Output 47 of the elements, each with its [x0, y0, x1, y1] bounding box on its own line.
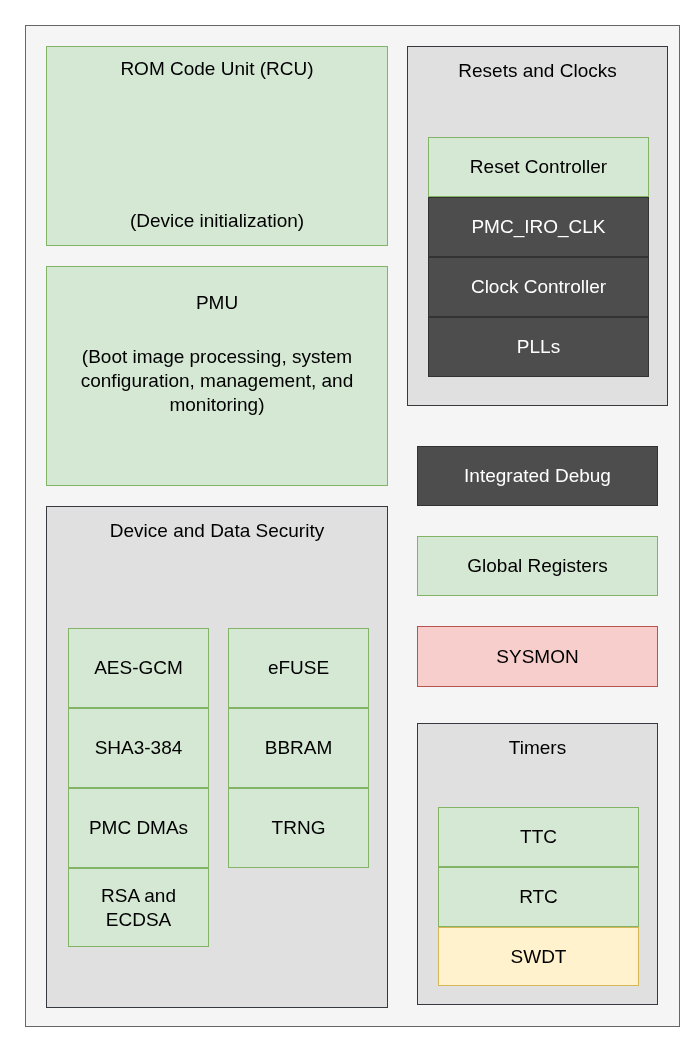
block-title: Timers [508, 736, 567, 760]
component-block [438, 927, 639, 986]
block-label: RTC [519, 885, 558, 909]
component-block [417, 626, 658, 687]
component-block [438, 807, 639, 867]
block-label: eFUSE [267, 656, 330, 680]
block-label: SHA3-384 [94, 736, 183, 760]
block-label: TRNG [271, 816, 326, 840]
subsystem-panel [407, 46, 668, 406]
subsystem-panel [46, 266, 388, 486]
block-label: Reset Controller [469, 155, 608, 179]
component-block [417, 536, 658, 596]
component-block [228, 788, 369, 868]
component-block [68, 868, 209, 947]
block-label: Clock Controller [470, 275, 607, 299]
block-title: PMU [195, 291, 239, 315]
component-block [228, 708, 369, 788]
block-label: PMC_IRO_CLK [471, 215, 606, 239]
component-block [438, 867, 639, 927]
component-block [68, 628, 209, 708]
block-label: SYSMON [496, 644, 579, 669]
component-block [228, 628, 369, 708]
block-title: ROM Code Unit (RCU) [120, 57, 314, 81]
block-title: Resets and Clocks [458, 59, 617, 83]
subsystem-panel [46, 506, 388, 1008]
component-block [68, 708, 209, 788]
component-block [428, 257, 649, 317]
block-description: (Boot image processing, system configuration, management, and monitoring) [79, 345, 355, 417]
block-label: PMC DMAs [88, 816, 189, 840]
system-panel [25, 25, 680, 1027]
subsystem-panel [46, 46, 388, 246]
block-label: BBRAM [264, 736, 333, 760]
block-label: RSA and ECDSA [100, 883, 177, 932]
block-description: (Device initialization) [129, 209, 305, 233]
component-block [428, 137, 649, 197]
block-label: Integrated Debug [464, 464, 611, 488]
block-label: TTC [520, 825, 557, 849]
block-label: PLLs [516, 335, 561, 359]
block-label: SWDT [510, 944, 567, 969]
block-label: AES-GCM [94, 656, 183, 680]
block-label: Global Registers [467, 554, 608, 578]
component-block [428, 197, 649, 257]
subsystem-panel [417, 723, 658, 1005]
component-block [417, 446, 658, 506]
block-title: Device and Data Security [109, 519, 325, 543]
component-block [428, 317, 649, 377]
component-block [68, 788, 209, 868]
